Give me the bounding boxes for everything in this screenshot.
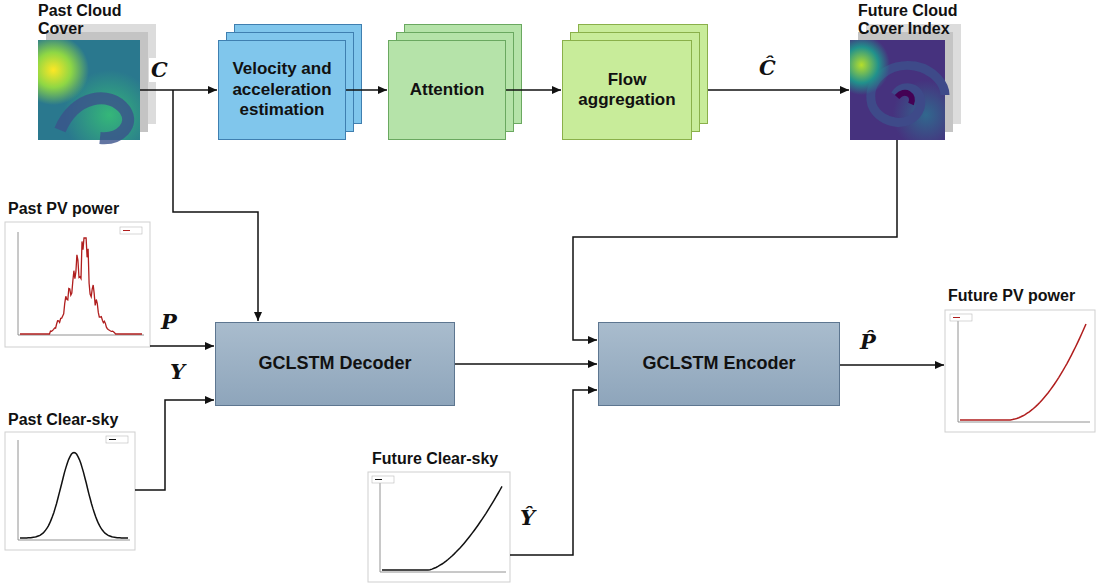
chart-title: Past Clear-sky <box>8 411 118 429</box>
connector <box>506 89 561 91</box>
image-title: Future Cloud Cover Index <box>858 2 998 39</box>
symbol: C <box>149 58 170 82</box>
encoder-box: GCLSTM Encoder <box>598 322 840 406</box>
node-label: GCLSTM Decoder <box>254 349 415 379</box>
future-cloud-image <box>850 24 961 140</box>
future-clearsky-chart <box>368 472 510 582</box>
past-pv-chart <box>5 222 150 347</box>
node-label: Velocity and acceleration estimation <box>219 55 345 124</box>
past-clearsky-chart <box>5 432 135 550</box>
chart-title: Past PV power <box>8 200 119 218</box>
image-title: Past Cloud Cover <box>38 2 148 39</box>
connector <box>346 89 387 91</box>
symbol: P <box>159 310 179 334</box>
past-cloud-image <box>38 24 156 140</box>
symbol: Ŷ <box>518 506 537 530</box>
symbol: Ĉ <box>757 56 778 80</box>
chart-title: Future Clear-sky <box>372 450 498 468</box>
decoder-box: GCLSTM Decoder <box>215 322 455 406</box>
leader-lines <box>135 90 944 555</box>
attention-box: Attention <box>388 40 506 140</box>
node-label: GCLSTM Encoder <box>638 349 799 379</box>
node-label: Flow aggregation <box>563 66 691 115</box>
connector <box>455 363 597 365</box>
chart-title: Future PV power <box>948 287 1075 305</box>
symbol: P̂ <box>858 330 878 354</box>
aggregation-box: Flow aggregation <box>562 40 692 140</box>
future-pv-chart <box>945 310 1095 432</box>
symbol: Y <box>168 360 187 384</box>
node-label: Attention <box>406 76 489 104</box>
estimation-box: Velocity and acceleration estimation <box>218 40 346 140</box>
